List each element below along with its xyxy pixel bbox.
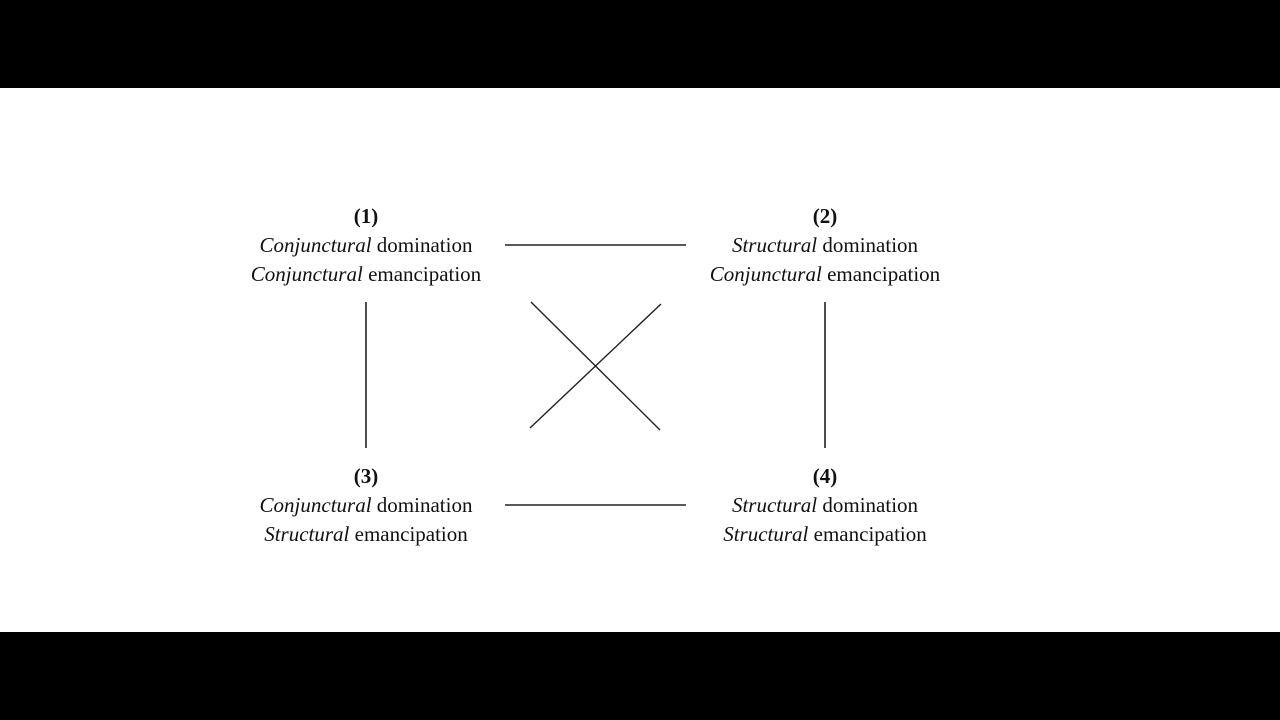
node-number: (2) bbox=[812, 204, 838, 228]
term: domination bbox=[822, 233, 919, 257]
term: emancipation bbox=[813, 522, 927, 546]
node-3: (3) Conjunctural domination Structural e… bbox=[206, 462, 526, 549]
node-emancipation: Structural emancipation bbox=[665, 520, 985, 549]
node-number: (1) bbox=[353, 204, 379, 228]
letterbox-bottom bbox=[0, 632, 1280, 720]
node-emancipation: Conjunctural emancipation bbox=[206, 260, 526, 289]
node-emancipation: Conjunctural emancipation bbox=[665, 260, 985, 289]
node-domination: Structural domination bbox=[665, 231, 985, 260]
qualifier: Conjunctural bbox=[250, 262, 363, 286]
term: emancipation bbox=[368, 262, 482, 286]
term: domination bbox=[376, 493, 473, 517]
node-4: (4) Structural domination Structural ema… bbox=[665, 462, 985, 549]
qualifier: Conjunctural bbox=[709, 262, 822, 286]
letterbox-top bbox=[0, 0, 1280, 88]
node-domination: Conjunctural domination bbox=[206, 231, 526, 260]
term: domination bbox=[822, 493, 919, 517]
node-domination: Structural domination bbox=[665, 491, 985, 520]
qualifier: Structural bbox=[264, 522, 350, 546]
node-1: (1) Conjunctural domination Conjunctural… bbox=[206, 202, 526, 289]
term: emancipation bbox=[827, 262, 941, 286]
node-number: (4) bbox=[812, 464, 838, 488]
node-emancipation: Structural emancipation bbox=[206, 520, 526, 549]
term: emancipation bbox=[354, 522, 468, 546]
node-number: (3) bbox=[353, 464, 379, 488]
edge-2-3 bbox=[529, 303, 662, 429]
qualifier: Structural bbox=[731, 233, 818, 257]
term: domination bbox=[376, 233, 473, 257]
qualifier: Structural bbox=[731, 493, 818, 517]
qualifier: Conjunctural bbox=[259, 233, 372, 257]
diagram-canvas bbox=[0, 88, 1280, 632]
node-2: (2) Structural domination Conjunctural e… bbox=[665, 202, 985, 289]
qualifier: Structural bbox=[723, 522, 809, 546]
node-domination: Conjunctural domination bbox=[206, 491, 526, 520]
qualifier: Conjunctural bbox=[259, 493, 372, 517]
